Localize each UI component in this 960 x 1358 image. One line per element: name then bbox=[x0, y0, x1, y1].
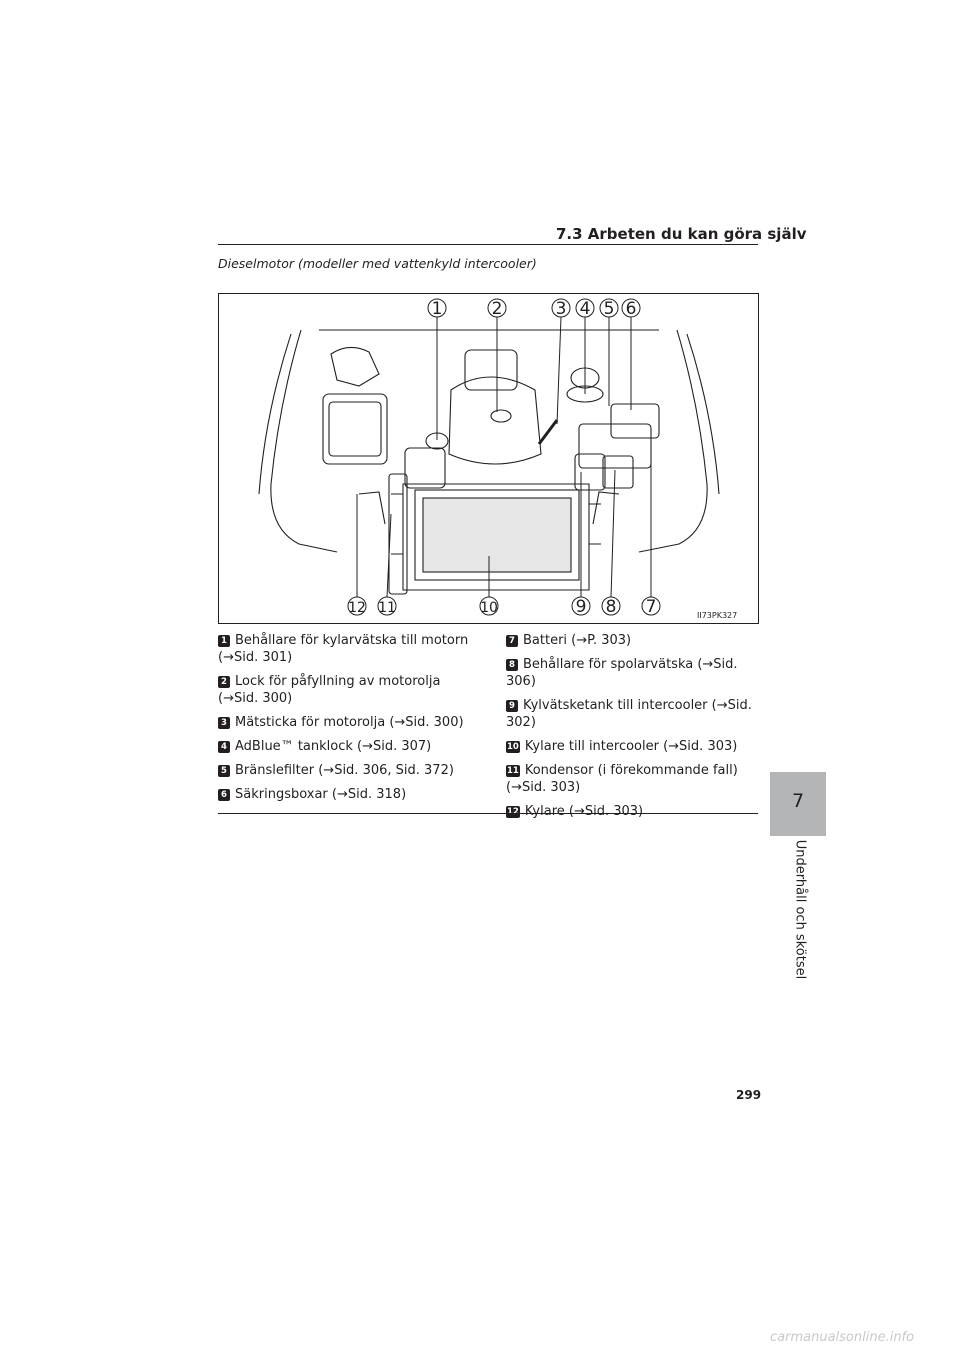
list-item: 12 Kylare (→Sid. 303) bbox=[506, 803, 760, 820]
chapter-label: Underhåll och skötsel bbox=[792, 839, 808, 980]
item-text: Kondensor (i förekommande fall) (→Sid. 3… bbox=[506, 763, 738, 795]
item-text: Bränslefilter (→Sid. 306, Sid. 372) bbox=[235, 763, 454, 778]
item-text: Kylvätsketank till intercooler (→Sid. 30… bbox=[506, 698, 752, 730]
right-fender-line bbox=[638, 329, 708, 553]
item-text: Behållare för kylarvätska till motorn (→… bbox=[218, 633, 469, 665]
callout-4: 4 bbox=[575, 298, 595, 319]
washer-tank bbox=[602, 455, 634, 489]
item-text: Lock för påfyllning av motorolja (→Sid. … bbox=[218, 674, 441, 706]
svg-text:8: 8 bbox=[606, 597, 617, 617]
svg-text:1: 1 bbox=[432, 299, 443, 319]
oil-filler-cap bbox=[490, 409, 512, 423]
callout-6: 6 bbox=[621, 298, 641, 319]
item-number-badge: 5 bbox=[218, 765, 230, 777]
list-item: 7 Batteri (→P. 303) bbox=[506, 632, 760, 649]
item-number-badge: 6 bbox=[218, 789, 230, 801]
figure-subtitle: Dieselmotor (modeller med vattenkyld int… bbox=[218, 256, 537, 271]
svg-text:2: 2 bbox=[492, 299, 503, 319]
callout-2: 2 bbox=[487, 298, 507, 319]
svg-text:9: 9 bbox=[576, 597, 587, 617]
svg-text:6: 6 bbox=[626, 299, 637, 319]
left-fender-line bbox=[270, 329, 338, 553]
list-item: 5 Bränslefilter (→Sid. 306, Sid. 372) bbox=[218, 762, 480, 779]
engine-cover bbox=[448, 376, 542, 465]
item-number-badge: 2 bbox=[218, 676, 230, 688]
item-number-badge: 9 bbox=[506, 700, 518, 712]
svg-text:11: 11 bbox=[378, 600, 396, 616]
callout-10: 10 bbox=[479, 596, 499, 616]
condenser bbox=[388, 473, 408, 595]
list-item: 4 AdBlue™ tanklock (→Sid. 307) bbox=[218, 738, 480, 755]
engine-bay-figure: 1 2 3 4 5 6 12 11 10 9 8 7 II73PK327 bbox=[218, 293, 759, 624]
svg-text:3: 3 bbox=[556, 299, 567, 319]
item-text: Behållare för spolarvätska (→Sid. 306) bbox=[506, 657, 738, 689]
callout-11: 11 bbox=[377, 596, 397, 616]
radiator bbox=[414, 489, 580, 581]
item-text: AdBlue™ tanklock (→Sid. 307) bbox=[235, 739, 432, 754]
item-number-badge: 3 bbox=[218, 717, 230, 729]
item-text: Batteri (→P. 303) bbox=[523, 633, 632, 648]
header-rule bbox=[218, 244, 758, 245]
chapter-tab: 7 bbox=[770, 772, 826, 836]
chapter-label-container: Underhåll och skötsel bbox=[790, 839, 810, 982]
callout-1: 1 bbox=[427, 298, 447, 319]
item-text: Mätsticka för motorolja (→Sid. 300) bbox=[235, 715, 464, 730]
svg-text:12: 12 bbox=[348, 600, 366, 616]
item-number-badge: 4 bbox=[218, 741, 230, 753]
dipstick-line bbox=[537, 419, 559, 445]
engine-bay-illustration: 1 2 3 4 5 6 12 11 10 9 8 7 II73PK327 bbox=[258, 298, 737, 620]
list-item: 6 Säkringsboxar (→Sid. 318) bbox=[218, 786, 480, 803]
bottom-rule bbox=[218, 813, 758, 814]
list-item: 10 Kylare till intercooler (→Sid. 303) bbox=[506, 738, 760, 755]
watermark: carmanualsonline.info bbox=[770, 1330, 915, 1345]
item-text: Kylare (→Sid. 303) bbox=[524, 804, 644, 819]
intercooler-core bbox=[422, 497, 572, 573]
svg-text:10: 10 bbox=[480, 600, 498, 616]
callout-8: 8 bbox=[601, 596, 621, 617]
fuse-box bbox=[610, 403, 660, 439]
svg-text:7: 7 bbox=[646, 597, 657, 617]
item-number-badge: 12 bbox=[506, 806, 520, 818]
callout-9: 9 bbox=[571, 596, 591, 617]
callout-3: 3 bbox=[551, 298, 571, 319]
chapter-number: 7 bbox=[791, 790, 805, 812]
callout-12: 12 bbox=[347, 596, 367, 616]
figure-code: II73PK327 bbox=[697, 611, 737, 620]
intercooler-coolant-tank bbox=[574, 453, 606, 491]
item-number-badge: 7 bbox=[506, 635, 518, 647]
callout-5: 5 bbox=[599, 298, 619, 319]
page-number: 299 bbox=[736, 1088, 762, 1102]
item-number-badge: 8 bbox=[506, 659, 518, 671]
callout-7: 7 bbox=[641, 596, 661, 617]
item-text: Kylare till intercooler (→Sid. 303) bbox=[524, 739, 738, 754]
list-item: 3 Mätsticka för motorolja (→Sid. 300) bbox=[218, 714, 480, 731]
air-filter-box bbox=[322, 393, 388, 465]
battery bbox=[578, 423, 652, 469]
svg-text:4: 4 bbox=[580, 299, 591, 319]
item-number-badge: 11 bbox=[506, 765, 520, 777]
item-text: Säkringsboxar (→Sid. 318) bbox=[235, 787, 407, 802]
section-header: 7.3 Arbeten du kan göra själv bbox=[556, 225, 807, 243]
item-number-badge: 1 bbox=[218, 635, 230, 647]
svg-text:5: 5 bbox=[604, 299, 615, 319]
item-number-badge: 10 bbox=[506, 741, 520, 753]
